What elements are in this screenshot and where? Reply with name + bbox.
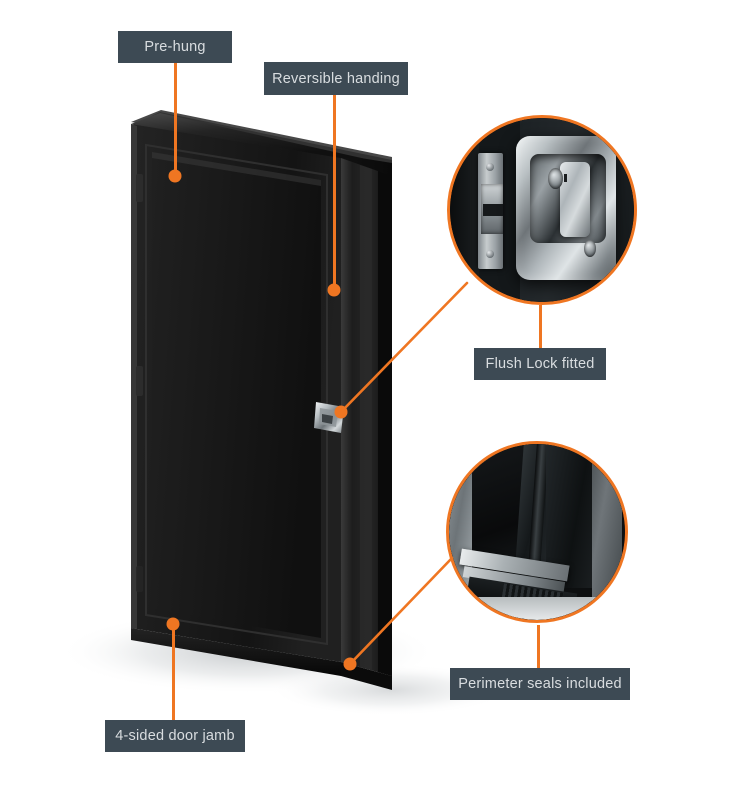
door-panel-inset bbox=[152, 152, 321, 638]
connector-line-pre-hung bbox=[173, 63, 177, 176]
callout-label-perimeter-seals-included-text: Perimeter seals included bbox=[458, 676, 622, 692]
connector-line-door-jamb bbox=[171, 625, 175, 720]
jamb-reveal-highlight bbox=[360, 165, 372, 670]
callout-label-reversible-handing[interactable]: Reversible handing bbox=[264, 62, 408, 95]
callout-label-4-sided-door-jamb-text: 4-sided door jamb bbox=[115, 728, 235, 744]
connector-dot-pre-hung bbox=[168, 169, 182, 183]
callout-label-pre-hung-text: Pre-hung bbox=[144, 39, 206, 55]
door-left-stile-edge bbox=[131, 124, 137, 629]
door-leaf-top-edge bbox=[131, 113, 366, 159]
door-bottom-rail bbox=[131, 628, 341, 676]
connector-dot-perimeter-seals bbox=[343, 657, 357, 671]
connector-dot-door-jamb bbox=[166, 617, 180, 631]
connector-dot-reversible-handing bbox=[327, 283, 341, 297]
connector-line-perimeter-seals bbox=[536, 625, 540, 668]
callout-label-flush-lock-fitted[interactable]: Flush Lock fitted bbox=[474, 348, 606, 380]
callout-label-flush-lock-fitted-text: Flush Lock fitted bbox=[485, 356, 595, 372]
hinge-upper bbox=[136, 174, 143, 202]
flush-lock-photo bbox=[450, 118, 634, 302]
lock-photo-handle-body bbox=[516, 136, 616, 280]
perimeter-seals-photo bbox=[449, 444, 625, 620]
callout-label-perimeter-seals-included[interactable]: Perimeter seals included bbox=[450, 668, 630, 700]
lock-photo-keep-slot bbox=[483, 204, 504, 216]
connector-line-reversible-handing bbox=[332, 95, 336, 290]
seals-photo-floor bbox=[449, 597, 625, 620]
lock-photo-screw bbox=[583, 239, 596, 257]
panel-top-highlight bbox=[152, 152, 321, 186]
lock-photo-key-slot bbox=[563, 173, 567, 183]
lock-photo-keyhole bbox=[548, 167, 563, 190]
callout-label-pre-hung[interactable]: Pre-hung bbox=[118, 31, 232, 63]
connector-dot-flush-lock bbox=[334, 405, 348, 419]
connector-line-flush-lock bbox=[538, 305, 542, 348]
hinge-bottom bbox=[136, 566, 143, 592]
zoom-bubble-perimeter-seals bbox=[446, 441, 628, 623]
jamb-outer-face bbox=[378, 171, 392, 676]
zoom-bubble-flush-lock bbox=[447, 115, 637, 305]
callout-label-reversible-handing-text: Reversible handing bbox=[272, 70, 400, 87]
callout-label-4-sided-door-jamb[interactable]: 4-sided door jamb bbox=[105, 720, 245, 752]
hinge-lower bbox=[136, 366, 143, 396]
lock-photo-jamb bbox=[450, 118, 480, 302]
seals-photo-jamb-right bbox=[591, 457, 622, 607]
door-panel-groove-outer bbox=[145, 143, 328, 646]
